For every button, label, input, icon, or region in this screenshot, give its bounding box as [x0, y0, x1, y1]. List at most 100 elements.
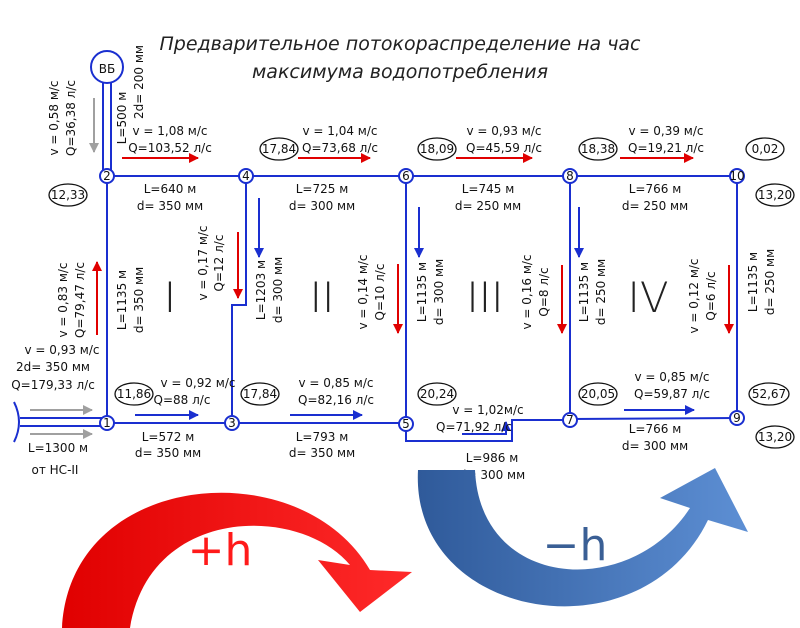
node-6-value: 18,09 [420, 142, 454, 156]
pipe-7-9-q: Q=59,87 л/с [634, 387, 710, 401]
water-tower-circle [90, 50, 124, 84]
arrow-5-7 [462, 421, 511, 435]
node-junctions [99, 168, 745, 432]
pipe-9-10-d: d= 250 мм [763, 249, 777, 315]
pipe-9-10-v: v = 0,12 м/с [687, 258, 701, 333]
pipe-3-5-l: L=793 м [296, 430, 349, 444]
node-9-id: 9 [733, 411, 741, 425]
pipe-7-8-l: L=1135 м [577, 262, 591, 322]
pipe-1-2-q: Q=79,47 л/с [73, 262, 87, 338]
node-8-value: 18,38 [581, 142, 615, 156]
node-8 [562, 168, 578, 184]
pipe-5-7-v: v = 1,02м/с [452, 403, 523, 417]
inlet-pipes [20, 417, 105, 427]
title-line-1: Предварительное потокораспределение на ч… [159, 33, 641, 55]
pipe-2-4-q: Q=103,52 л/с [128, 141, 212, 155]
node-7 [562, 412, 578, 428]
pipe-3-5-d: d= 350 мм [289, 446, 355, 460]
pipe-4-6-q: Q=73,68 л/с [302, 141, 378, 155]
pipe-7-8-v: v = 0,16 м/с [520, 254, 534, 329]
node-3-id: 3 [228, 416, 236, 430]
node-9-extra-value: 13,20 [758, 430, 792, 444]
ring-1-label: I [164, 273, 176, 322]
node-8-id: 8 [566, 169, 574, 183]
pipe-9-10-l: L=1135 м [746, 252, 760, 312]
pipe-3-5-q: Q=82,16 л/с [298, 393, 374, 407]
node-1-id: 1 [103, 416, 111, 430]
pipe-5-6-d: d= 300 мм [432, 259, 446, 325]
node-10 [729, 168, 745, 184]
node-3 [224, 415, 240, 431]
ring-4-label: IV [627, 273, 668, 322]
node-value-ellipses [48, 137, 795, 449]
pipe-7-9-d: d= 300 мм [622, 439, 688, 453]
ring-2-label: II [310, 273, 335, 322]
pipe-5-7 [405, 419, 570, 442]
pipe-7-9-v: v = 0,85 м/с [634, 370, 709, 384]
pipe-1-3-q: Q=88 л/с [154, 393, 211, 407]
pipe-6-8-v: v = 0,93 м/с [466, 124, 541, 138]
pipe-6-8-d: d= 250 мм [455, 199, 521, 213]
plus-h-label: +h [188, 525, 253, 576]
ring-3-label: III [466, 273, 503, 322]
pipe-7-8-d: d= 250 мм [594, 259, 608, 325]
node-1-value: 11,86 [117, 387, 151, 401]
pipe-5-6-l: L=1135 м [415, 262, 429, 322]
minus-h-curved-arrow [417, 468, 748, 607]
node-6-id: 6 [402, 169, 410, 183]
pipe-6-8-l: L=745 м [462, 182, 515, 196]
node-2 [99, 168, 115, 184]
node-4 [238, 168, 254, 184]
water-tower-label: ВБ [99, 62, 115, 76]
pipe-1-3-v: v = 0,92 м/с [160, 376, 235, 390]
pipe-1-2-v: v = 0,83 м/с [56, 262, 70, 337]
plus-h-curved-arrow [62, 492, 412, 628]
node-3-value: 17,84 [243, 387, 277, 401]
pipe-7-9-l: L=766 м [629, 422, 682, 436]
node-5-value: 20,24 [420, 387, 454, 401]
node-4-value: 17,84 [262, 142, 296, 156]
pipe-3-4-q: Q=12 л/с [212, 235, 226, 292]
pipe-3-4-l: L=1203 м [254, 260, 268, 320]
pipe-9-10-q: Q=6 л/с [704, 271, 718, 320]
pipe-8-10-v: v = 0,39 м/с [628, 124, 703, 138]
pipe-3-5-v: v = 0,85 м/с [298, 376, 373, 390]
tower-pipe-d: 2d= 200 мм [132, 45, 146, 119]
node-10-id: 10 [729, 169, 744, 183]
node-4-id: 4 [242, 169, 250, 183]
pipe-4-6-d: d= 300 мм [289, 199, 355, 213]
minus-h-label: −h [543, 520, 608, 571]
pipe-7-9 [569, 417, 738, 420]
node-6 [398, 168, 414, 184]
pipe-3-4-d: d= 300 мм [271, 257, 285, 323]
pipe-5-6-q: Q=10 л/с [373, 264, 387, 321]
node-5-id: 5 [402, 417, 410, 431]
node-7-id: 7 [566, 413, 574, 427]
pipe-1-2-l: L=1135 м [115, 270, 129, 330]
node-10-value: 0,02 [752, 142, 779, 156]
pipe-5-7-q: Q=71,92 л/с [436, 420, 512, 434]
pipe-5-7-l: L=986 м [466, 451, 519, 465]
tower-pipe-q: Q=36,38 л/с [64, 80, 78, 156]
pipe-2-4-l: L=640 м [144, 182, 197, 196]
pipe-8-10-d: d= 250 мм [622, 199, 688, 213]
pipe-4-6-l: L=725 м [296, 182, 349, 196]
node-5 [398, 416, 414, 432]
node-7-value: 20,05 [581, 387, 615, 401]
inlet-source: от НС-II [32, 463, 79, 477]
pipe-3-4 [231, 176, 247, 423]
pipe-network [106, 175, 738, 442]
inlet-v: v = 0,93 м/с [24, 343, 99, 357]
pipe-2-4-d: d= 350 мм [137, 199, 203, 213]
pipe-8-10-l: L=766 м [629, 182, 682, 196]
pipe-4-6-v: v = 1,04 м/с [302, 124, 377, 138]
inlet-l: L=1300 м [28, 441, 88, 455]
tower-pipe-v: v = 0,58 м/с [47, 80, 61, 155]
inlet-q: Q=179,33 л/с [11, 378, 95, 392]
pipe-3-4-v: v = 0,17 м/с [196, 225, 210, 300]
pipe-5-6-v: v = 0,14 м/с [356, 254, 370, 329]
pipe-7-8-q: Q=8 л/с [537, 267, 551, 316]
node-10-extra-value: 13,20 [758, 188, 792, 202]
node-1 [99, 415, 115, 431]
